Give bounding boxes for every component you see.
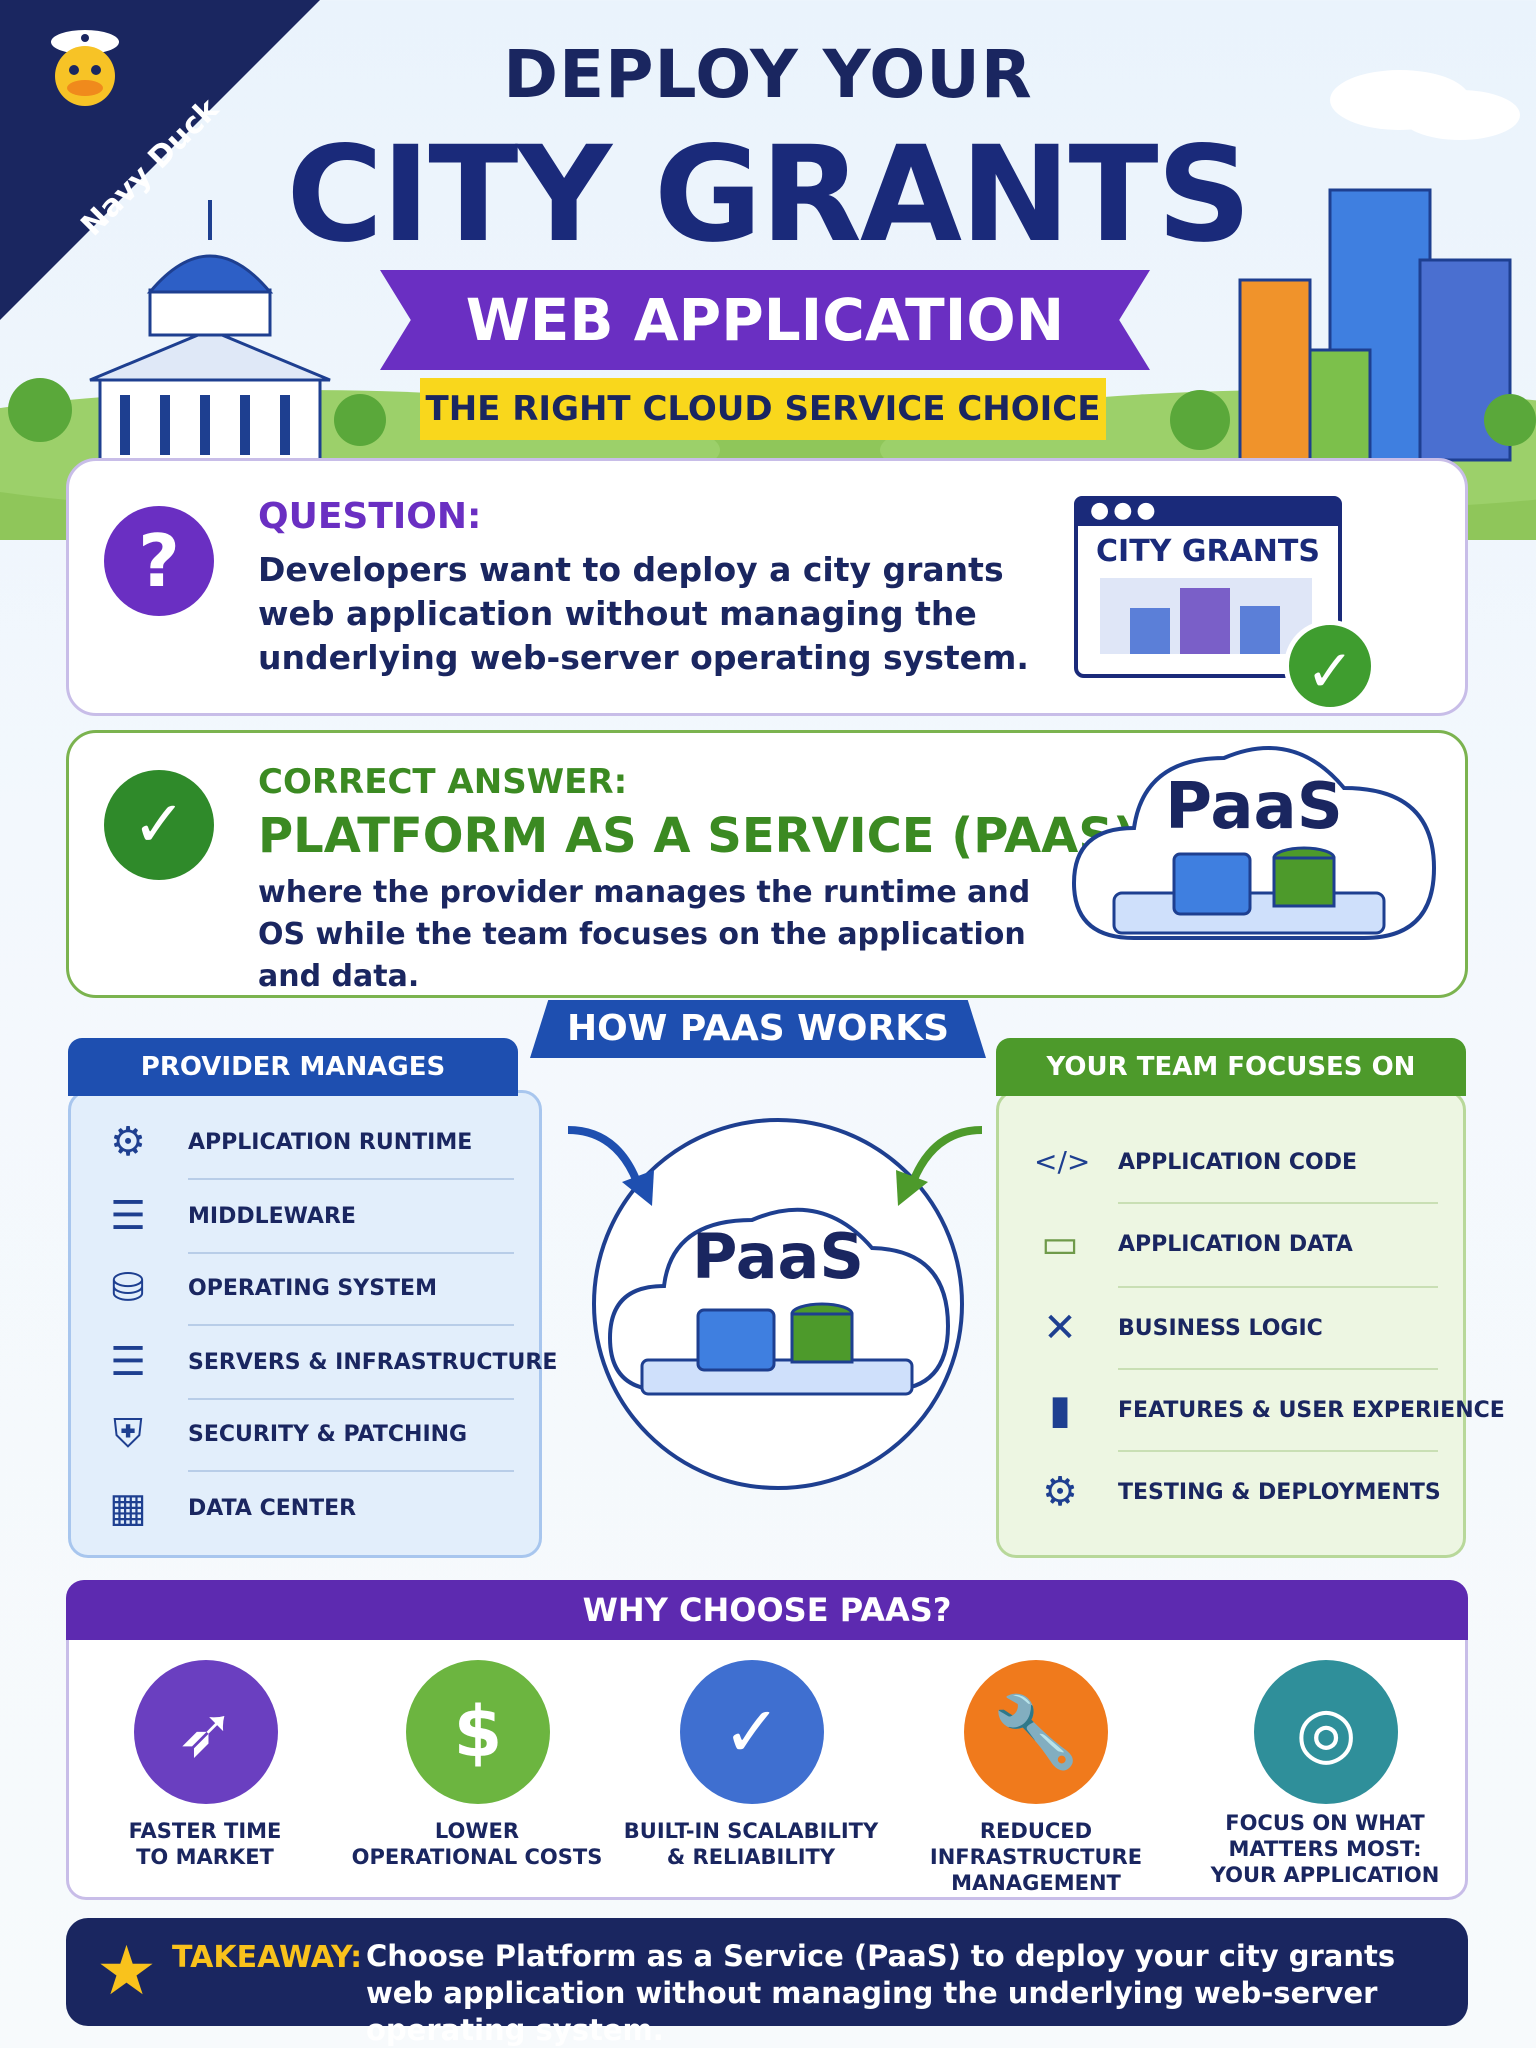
divider <box>188 1470 514 1472</box>
paas-cloud-icon <box>1071 746 1437 940</box>
ribbon-text: WEB APPLICATION <box>465 286 1065 354</box>
star-icon: ★ <box>96 1932 157 2011</box>
why-item-line: & RELIABILITY <box>666 1845 836 1869</box>
answer-text: where the provider manages the runtime a… <box>258 875 1031 994</box>
why-item-line: OPERATIONAL COSTS <box>351 1845 603 1869</box>
target-icon: ◎ <box>1254 1660 1398 1804</box>
why-item-line: MATTERS MOST: <box>1228 1837 1422 1861</box>
buildings-icon <box>1100 578 1312 654</box>
provider-header: PROVIDER MANAGES <box>68 1038 518 1096</box>
tools-icon: ✕ <box>1043 1305 1077 1351</box>
provider-item: DATA CENTER <box>188 1496 357 1521</box>
building-icon: ▦ <box>109 1485 147 1531</box>
paas-cloud-icon <box>607 1207 951 1396</box>
provider-item: APPLICATION RUNTIME <box>188 1130 473 1155</box>
why-item-line: MANAGEMENT <box>951 1871 1121 1895</box>
paas-cloud-label: PaaS <box>1165 770 1343 844</box>
database-icon: ⛁ <box>111 1265 145 1311</box>
ribbon-banner <box>380 270 1150 370</box>
team-panel <box>996 1090 1466 1558</box>
shield-icon: ⛨ <box>113 1411 143 1457</box>
divider <box>1118 1286 1438 1288</box>
server-rack-icon: ☰ <box>110 1193 146 1239</box>
arrow-right-down-icon <box>567 1126 654 1206</box>
server-rack-icon: ☰ <box>110 1339 146 1385</box>
title-small: DEPLOY YOUR <box>503 36 1033 113</box>
team-item: FEATURES & USER EXPERIENCE <box>1118 1398 1505 1423</box>
team-item: TESTING & DEPLOYMENTS <box>1118 1480 1441 1505</box>
wrench-icon: 🔧 <box>964 1660 1108 1804</box>
why-item-line: BUILT-IN SCALABILITY <box>623 1819 879 1843</box>
question-text: Developers want to deploy a city grants … <box>258 550 1029 677</box>
divider <box>1118 1368 1438 1370</box>
team-item: BUSINESS LOGIC <box>1118 1316 1323 1341</box>
arrow-left-down-icon <box>896 1126 983 1206</box>
paas-center-label: PaaS <box>691 1220 865 1293</box>
window-dots-icon: ●●● <box>1090 498 1160 523</box>
divider <box>188 1398 514 1400</box>
team-item: APPLICATION DATA <box>1118 1232 1353 1257</box>
why-item-label: LOWER OPERATIONAL COSTS <box>342 1818 612 1870</box>
check-circle-icon: ✓ <box>104 770 214 880</box>
divider <box>188 1178 514 1180</box>
window-title: CITY GRANTS <box>1096 534 1320 569</box>
divider <box>188 1324 514 1326</box>
duck-mascot-icon <box>51 30 119 138</box>
bar-chart-icon: ▮ <box>1048 1387 1071 1433</box>
piggy-bank-icon: $ <box>406 1660 550 1804</box>
browser-window-bar <box>1074 496 1342 526</box>
why-title: WHY CHOOSE PAAS? <box>66 1580 1468 1640</box>
gear-icon: ⚙ <box>1042 1469 1078 1515</box>
question-mark-icon: ? <box>104 506 214 616</box>
takeaway-text: Choose Platform as a Service (PaaS) to d… <box>366 1939 1396 2047</box>
takeaway-bar <box>66 1918 1468 2026</box>
provider-item: MIDDLEWARE <box>188 1204 356 1229</box>
how-title: HOW PAAS WORKS <box>566 1008 950 1049</box>
provider-item: SECURITY & PATCHING <box>188 1422 468 1447</box>
how-banner <box>530 1000 986 1058</box>
why-item-line: LOWER <box>434 1819 520 1843</box>
team-header: YOUR TEAM FOCUSES ON <box>996 1038 1466 1096</box>
why-item-line: FASTER TIME <box>128 1819 282 1843</box>
why-item-line: YOUR APPLICATION <box>1210 1863 1440 1887</box>
why-item-line: TO MARKET <box>136 1845 274 1869</box>
answer-main: PLATFORM AS A SERVICE (PAAS) <box>258 808 1135 864</box>
provider-item: OPERATING SYSTEM <box>188 1276 437 1301</box>
rocket-icon: ➶ <box>134 1660 278 1804</box>
divider <box>1118 1202 1438 1204</box>
takeaway-label: TAKEAWAY: <box>172 1940 363 1975</box>
gears-icon: ⚙ <box>110 1119 146 1165</box>
team-item: APPLICATION CODE <box>1118 1150 1358 1175</box>
answer-label: CORRECT ANSWER: <box>258 762 628 802</box>
shield-check-icon: ✓ <box>680 1660 824 1804</box>
why-item-label: FOCUS ON WHAT MATTERS MOST: YOUR APPLICA… <box>1190 1810 1460 1888</box>
why-item-label: FASTER TIME TO MARKET <box>70 1818 340 1870</box>
title-main: CITY GRANTS <box>286 118 1251 272</box>
code-icon: </> <box>1034 1145 1091 1178</box>
divider <box>1118 1450 1438 1452</box>
why-item-line: REDUCED INFRASTRUCTURE <box>929 1819 1143 1869</box>
subtitle: THE RIGHT CLOUD SERVICE CHOICE <box>420 378 1106 440</box>
why-item-line: FOCUS ON WHAT <box>1225 1811 1425 1835</box>
check-icon: ✓ <box>1284 620 1376 712</box>
question-label: QUESTION: <box>258 496 482 537</box>
folder-icon: ▭ <box>1041 1221 1079 1267</box>
why-item-label: REDUCED INFRASTRUCTURE MANAGEMENT <box>880 1818 1192 1896</box>
divider <box>188 1252 514 1254</box>
provider-item: SERVERS & INFRASTRUCTURE <box>188 1350 558 1375</box>
why-item-label: BUILT-IN SCALABILITY & RELIABILITY <box>616 1818 886 1870</box>
